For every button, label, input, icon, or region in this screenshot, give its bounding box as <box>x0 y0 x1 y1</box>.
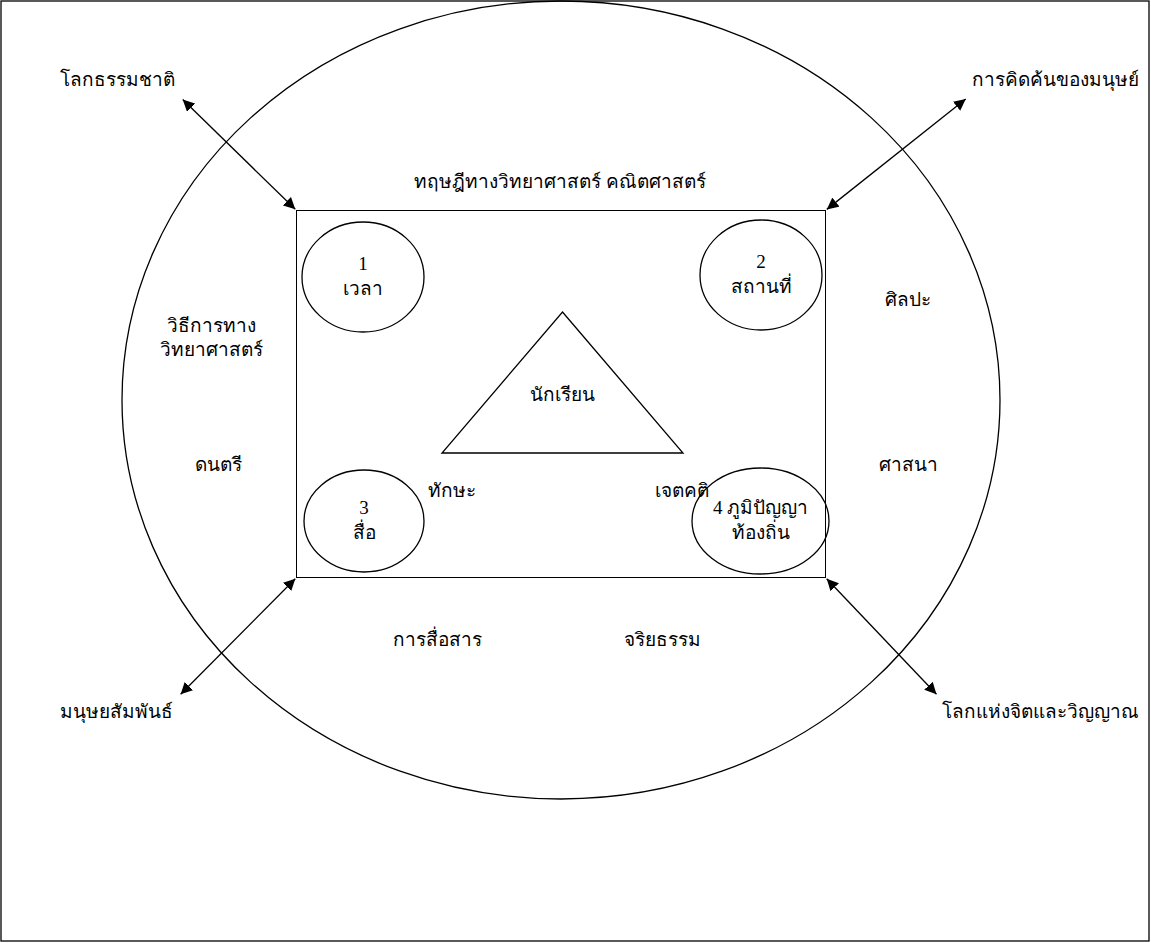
callout-number: 3 <box>359 496 369 521</box>
callout-number: 1 <box>358 252 368 277</box>
student-triangle: นักเรียน <box>441 311 684 454</box>
circle-outline <box>303 469 425 573</box>
circle-outline <box>691 467 830 575</box>
ellipse-shape <box>122 1 1000 799</box>
circle-label: 4 ภูมิปัญญา ท้องถิ่น <box>711 496 811 545</box>
inner-square: ทักษะ เจตคติ 1เวลา 2สถานที่นักเรียน 3สื่อ 4 ภ… <box>296 210 826 578</box>
double-arrow <box>827 99 966 209</box>
node-text: จริยธรรม <box>624 628 701 652</box>
factor-circle: 1เวลา <box>301 221 425 333</box>
corner-text: มนุษยสัมพันธ์ <box>60 700 173 724</box>
node-text: วิธีการทาง วิทยาศาสตร์ <box>158 314 265 362</box>
node-text: เจตคติ <box>655 479 709 503</box>
circle-outline <box>699 219 823 331</box>
circle-outline <box>301 221 425 333</box>
node-text: นักเรียน <box>530 383 595 407</box>
callout-number: 2 <box>756 250 766 275</box>
circle-shape <box>304 470 424 572</box>
circle-shape <box>700 220 822 330</box>
circle-label: สถานที่ <box>731 275 792 300</box>
circle-label: เวลา <box>343 277 383 302</box>
double-arrow <box>181 579 296 695</box>
corner-label: มนุษยสัมพันธ์ <box>60 700 175 726</box>
corner-text: โลกธรรมชาติ <box>60 68 175 92</box>
circle-shape <box>302 222 424 332</box>
node-text: ศาสนา <box>879 453 938 477</box>
corner-label: โลกแห่งจิตและวิญญาณ <box>942 700 1141 726</box>
double-arrow <box>827 579 937 694</box>
circle-label: สื่อ <box>353 521 376 546</box>
node-text: ทฤษฎีทางวิทยาศาสตร์ คณิตศาสตร์ <box>414 170 706 194</box>
factor-circle: 4 ภูมิปัญญา ท้องถิ่น <box>691 467 830 575</box>
factor-circle: 3สื่อ <box>303 469 425 573</box>
node-text: ศิลปะ <box>885 288 931 312</box>
triangle-outline <box>441 311 684 454</box>
corner-label: โลกธรรมชาติ <box>60 68 177 94</box>
corner-text: การคิดค้นของมนุษย์ <box>972 68 1139 92</box>
node-text: การสื่อสาร <box>393 628 482 652</box>
outer-circle: ทฤษฎีทางวิทยาศาสตร์ คณิตศาสตร์วิธีการทาง… <box>121 0 1001 800</box>
corner-label: การคิดค้นของมนุษย์ <box>972 68 1141 94</box>
factor-circle: 2สถานที่ <box>699 219 823 331</box>
circle-shape <box>692 468 829 574</box>
corner-text: โลกแห่งจิตและวิญญาณ <box>942 700 1139 724</box>
node-text: ดนตรี <box>195 453 242 477</box>
double-arrow <box>183 100 296 210</box>
node-text: ทักษะ <box>428 479 476 503</box>
triangle-shape <box>442 312 683 453</box>
